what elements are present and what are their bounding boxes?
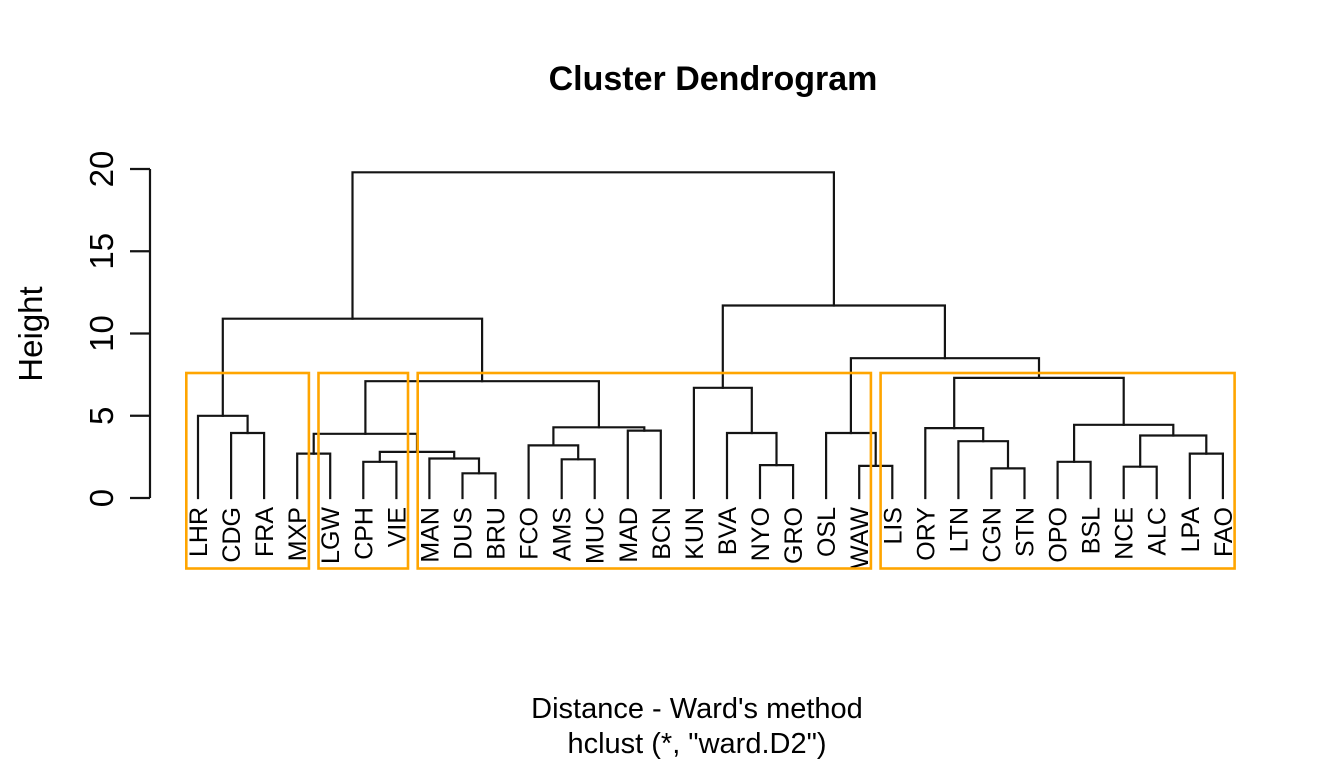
leaf-label-ams: AMS: [549, 507, 577, 561]
leaf-label-ltn: LTN: [945, 507, 973, 552]
y-tick-label: 20: [83, 151, 120, 188]
dendrogram-branch: [626, 429, 662, 500]
y-tick-label: 0: [83, 489, 120, 507]
dendrogram-branch: [296, 452, 332, 500]
y-tick-label: 15: [83, 233, 120, 270]
leaf-label-dus: DUS: [449, 507, 477, 560]
dendrogram-branch: [362, 460, 398, 500]
dendrogram-branch: [849, 357, 1041, 435]
dendrogram-branch: [527, 444, 580, 500]
dendrogram-branch: [858, 464, 894, 500]
leaf-label-waw: WAW: [846, 507, 874, 569]
leaf-label-opo: OPO: [1045, 507, 1073, 563]
y-axis: 0 5 10 15 20: [83, 151, 152, 507]
dendrogram-branch: [221, 317, 484, 417]
leaf-label-lhr: LHR: [185, 507, 213, 557]
y-tick-label: 5: [83, 407, 120, 425]
chart-title: Cluster Dendrogram: [549, 60, 878, 98]
leaf-label-cph: CPH: [350, 507, 378, 560]
dendrogram-branch: [428, 457, 481, 500]
leaf-label-vie: VIE: [383, 507, 411, 547]
cluster-rects: [185, 371, 1236, 570]
dendrogram-branch: [1073, 423, 1175, 463]
y-axis-title: Height: [12, 286, 49, 381]
dendrogram-branches: [196, 171, 1224, 500]
dendrogram-branch: [1122, 465, 1158, 500]
leaf-label-gro: GRO: [780, 507, 808, 564]
dendrogram-branch: [990, 467, 1026, 500]
leaf-label-bsl: BSL: [1078, 507, 1106, 554]
leaf-label-stn: STN: [1012, 507, 1040, 557]
leaf-label-mxp: MXP: [284, 507, 312, 561]
dendrogram-branch: [351, 171, 835, 320]
y-tick-label: 10: [83, 315, 120, 352]
leaf-label-man: MAN: [416, 507, 444, 563]
leaf-label-bcn: BCN: [648, 507, 676, 560]
leaf-label-lpa: LPA: [1177, 507, 1205, 553]
cluster-rect: [185, 371, 311, 570]
dendrogram-branch: [953, 376, 1125, 430]
dendrogram-branch: [758, 464, 795, 500]
leaf-label-ory: ORY: [912, 507, 940, 561]
leaf-label-fao: FAO: [1210, 507, 1238, 557]
dendrogram-branch: [230, 431, 266, 500]
dendrogram-branch: [364, 380, 600, 435]
x-caption-line2: hclust (*, "ward.D2"): [567, 728, 826, 760]
dendrogram-branch: [461, 472, 497, 500]
dendrogram-branch: [1139, 434, 1208, 468]
leaf-label-lgw: LGW: [317, 507, 345, 564]
dendrogram-branch: [1056, 460, 1092, 500]
leaf-label-cgn: CGN: [978, 507, 1006, 563]
dendrogram-branch: [560, 458, 596, 500]
leaf-label-mad: MAD: [615, 507, 643, 563]
leaf-label-osl: OSL: [813, 507, 841, 557]
cluster-rect: [317, 371, 410, 570]
leaf-label-bru: BRU: [483, 507, 511, 560]
cluster-rect: [416, 371, 873, 570]
leaf-label-cdg: CDG: [218, 507, 246, 563]
dendrogram-branch: [1188, 452, 1224, 500]
leaf-label-nce: NCE: [1111, 507, 1139, 560]
x-caption-line1: Distance - Ward's method: [531, 693, 863, 725]
dendrogram-branch: [957, 440, 1010, 500]
dendrogram-branch: [312, 432, 419, 455]
leaf-label-nyo: NYO: [747, 507, 775, 561]
leaf-label-fco: FCO: [516, 507, 544, 560]
dendrogram-branch: [924, 427, 985, 500]
leaf-label-bva: BVA: [714, 507, 742, 555]
dendrogram-branch: [692, 386, 753, 500]
dendrogram-branch: [196, 414, 249, 500]
cluster-rect: [879, 371, 1236, 570]
leaf-label-lis: LIS: [879, 507, 907, 545]
leaf-label-kun: KUN: [681, 507, 709, 560]
dendrogram-branch: [721, 304, 946, 389]
leaf-label-fra: FRA: [251, 507, 279, 557]
leaf-label-muc: MUC: [582, 507, 610, 564]
leaf-label-alc: ALC: [1144, 507, 1172, 556]
